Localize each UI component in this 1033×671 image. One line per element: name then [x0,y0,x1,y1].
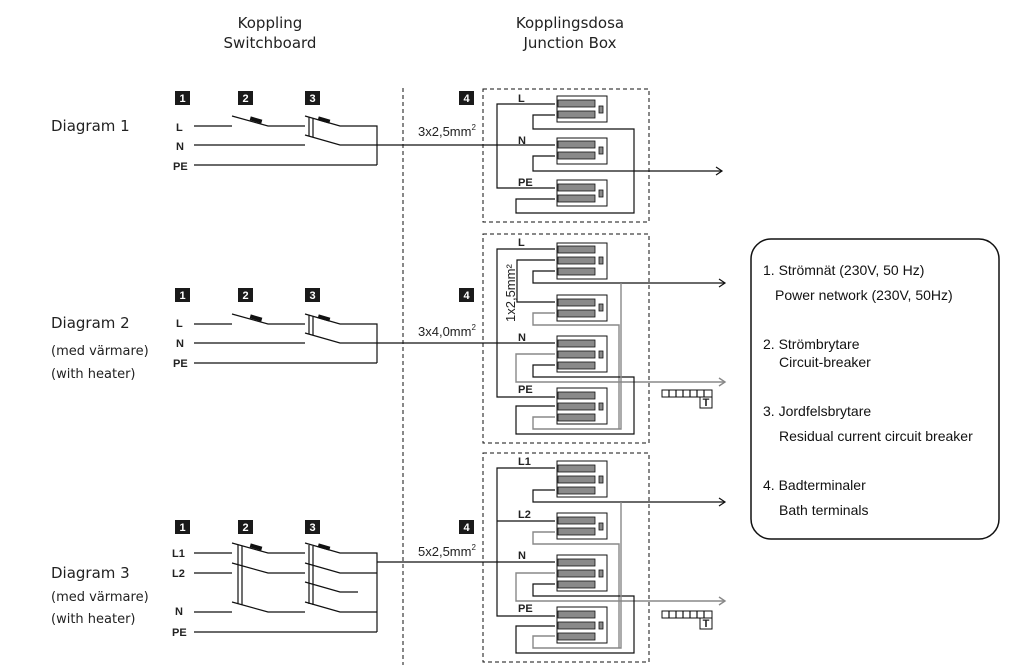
terminal-label: L [518,237,525,249]
terminal-label: N [518,332,526,344]
terminal-block [556,137,608,165]
legend-item-2-sv: 2. Strömbrytare [763,336,860,352]
svg-text:T: T [703,618,710,630]
marker-2: 2 [238,288,253,302]
diagram-1: Diagram 1 1 2 3 L N PE 4 3x2,5mm2 L N PE [51,88,724,223]
diagram-subtitle: (with heater) [51,612,136,627]
terminal-label: PE [518,603,533,615]
marker-1: 1 [175,288,190,302]
wire-label: L [176,318,183,330]
rcd-handle-icon [317,116,331,124]
svg-text:3: 3 [309,290,315,302]
marker-4: 4 [459,91,474,105]
wire-label: PE [172,627,187,639]
diagram-subtitle: (med värmare) [51,590,149,605]
terminal-label: PE [518,384,533,396]
header-switchboard-sv: Koppling [238,14,303,32]
svg-text:3: 3 [309,93,315,105]
breaker-handle-icon [249,314,263,322]
legend-item-1-en: Power network (230V, 50Hz) [775,287,953,303]
wire-label: PE [173,161,188,173]
diagram-title: Diagram 1 [51,117,130,135]
marker-4: 4 [459,520,474,534]
wire-label: L [176,122,183,134]
wire-label: L2 [172,568,185,580]
marker-4: 4 [459,288,474,302]
cable-spec: 3x2,5mm2 [418,123,476,139]
terminal-label: L1 [518,456,531,468]
diagram-subtitle: (med värmare) [51,344,149,359]
rcd-handle-icon [317,314,331,322]
junction-box [482,88,650,223]
terminal-label: N [518,550,526,562]
marker-3: 3 [305,288,320,302]
legend-item-2-en: Circuit-breaker [779,354,871,370]
svg-text:1: 1 [179,522,185,534]
svg-text:1: 1 [179,93,185,105]
marker-1: 1 [175,520,190,534]
junction-box [482,452,650,663]
legend-item-1-sv: 1. Strömnät (230V, 50 Hz) [763,262,924,278]
legend-item-4-en: Bath terminals [779,502,868,518]
terminal-block [556,242,608,280]
svg-text:4: 4 [463,93,470,105]
rcd-handle-icon [317,543,331,551]
terminal-block [556,335,608,373]
diagram-subtitle: (with heater) [51,367,136,382]
marker-2: 2 [238,520,253,534]
cable-spec: 3x4,0mm2 [418,323,476,339]
terminal-block [556,460,608,498]
diagram-title: Diagram 3 [51,564,130,582]
svg-text:4: 4 [463,522,470,534]
breaker-handle-icon [249,543,263,551]
svg-text:2: 2 [242,522,248,534]
svg-text:2: 2 [242,93,248,105]
diagram-3: Diagram 3 (med värmare) (with heater) 1 … [51,452,727,663]
heater-icon: T [661,389,713,409]
heater-icon: T [661,610,713,630]
marker-2: 2 [238,91,253,105]
terminal-label: L [518,93,525,105]
wire-label: N [175,606,183,618]
header-switchboard-en: Switchboard [224,34,317,52]
terminal-block [556,512,608,540]
wire-label: L1 [172,548,185,560]
wire-label: N [176,338,184,350]
svg-text:1: 1 [179,290,185,302]
svg-text:T: T [703,397,710,409]
legend-item-3-en: Residual current circuit breaker [779,428,973,444]
diagram-2: Diagram 2 (med värmare) (with heater) 1 … [51,233,727,444]
terminal-block [556,387,608,425]
junction-box [482,233,650,444]
wire-label: PE [173,358,188,370]
marker-3: 3 [305,520,320,534]
terminal-block [556,606,608,644]
terminal-block [556,179,608,207]
header-junction-sv: Kopplingsdosa [516,14,624,32]
terminal-label: L2 [518,509,531,521]
svg-text:2: 2 [242,290,248,302]
marker-1: 1 [175,91,190,105]
diagram-title: Diagram 2 [51,314,130,332]
svg-text:4: 4 [463,290,470,302]
header-junction-en: Junction Box [522,34,616,52]
terminal-block [556,95,608,123]
wire-label: N [176,141,184,153]
svg-text:3: 3 [309,522,315,534]
inner-cable-spec: 1x2,5mm² [503,264,518,322]
terminal-label: N [518,135,526,147]
terminal-label: PE [518,177,533,189]
marker-3: 3 [305,91,320,105]
cable-spec: 5x2,5mm2 [418,543,476,559]
legend-item-3-sv: 3. Jordfelsbrytare [763,403,871,419]
terminal-block [556,294,608,322]
legend-box: 1. Strömnät (230V, 50 Hz) Power network … [750,238,1000,540]
breaker-handle-icon [249,116,263,124]
legend-item-4-sv: 4. Badterminaler [763,477,866,493]
terminal-block [556,554,608,592]
